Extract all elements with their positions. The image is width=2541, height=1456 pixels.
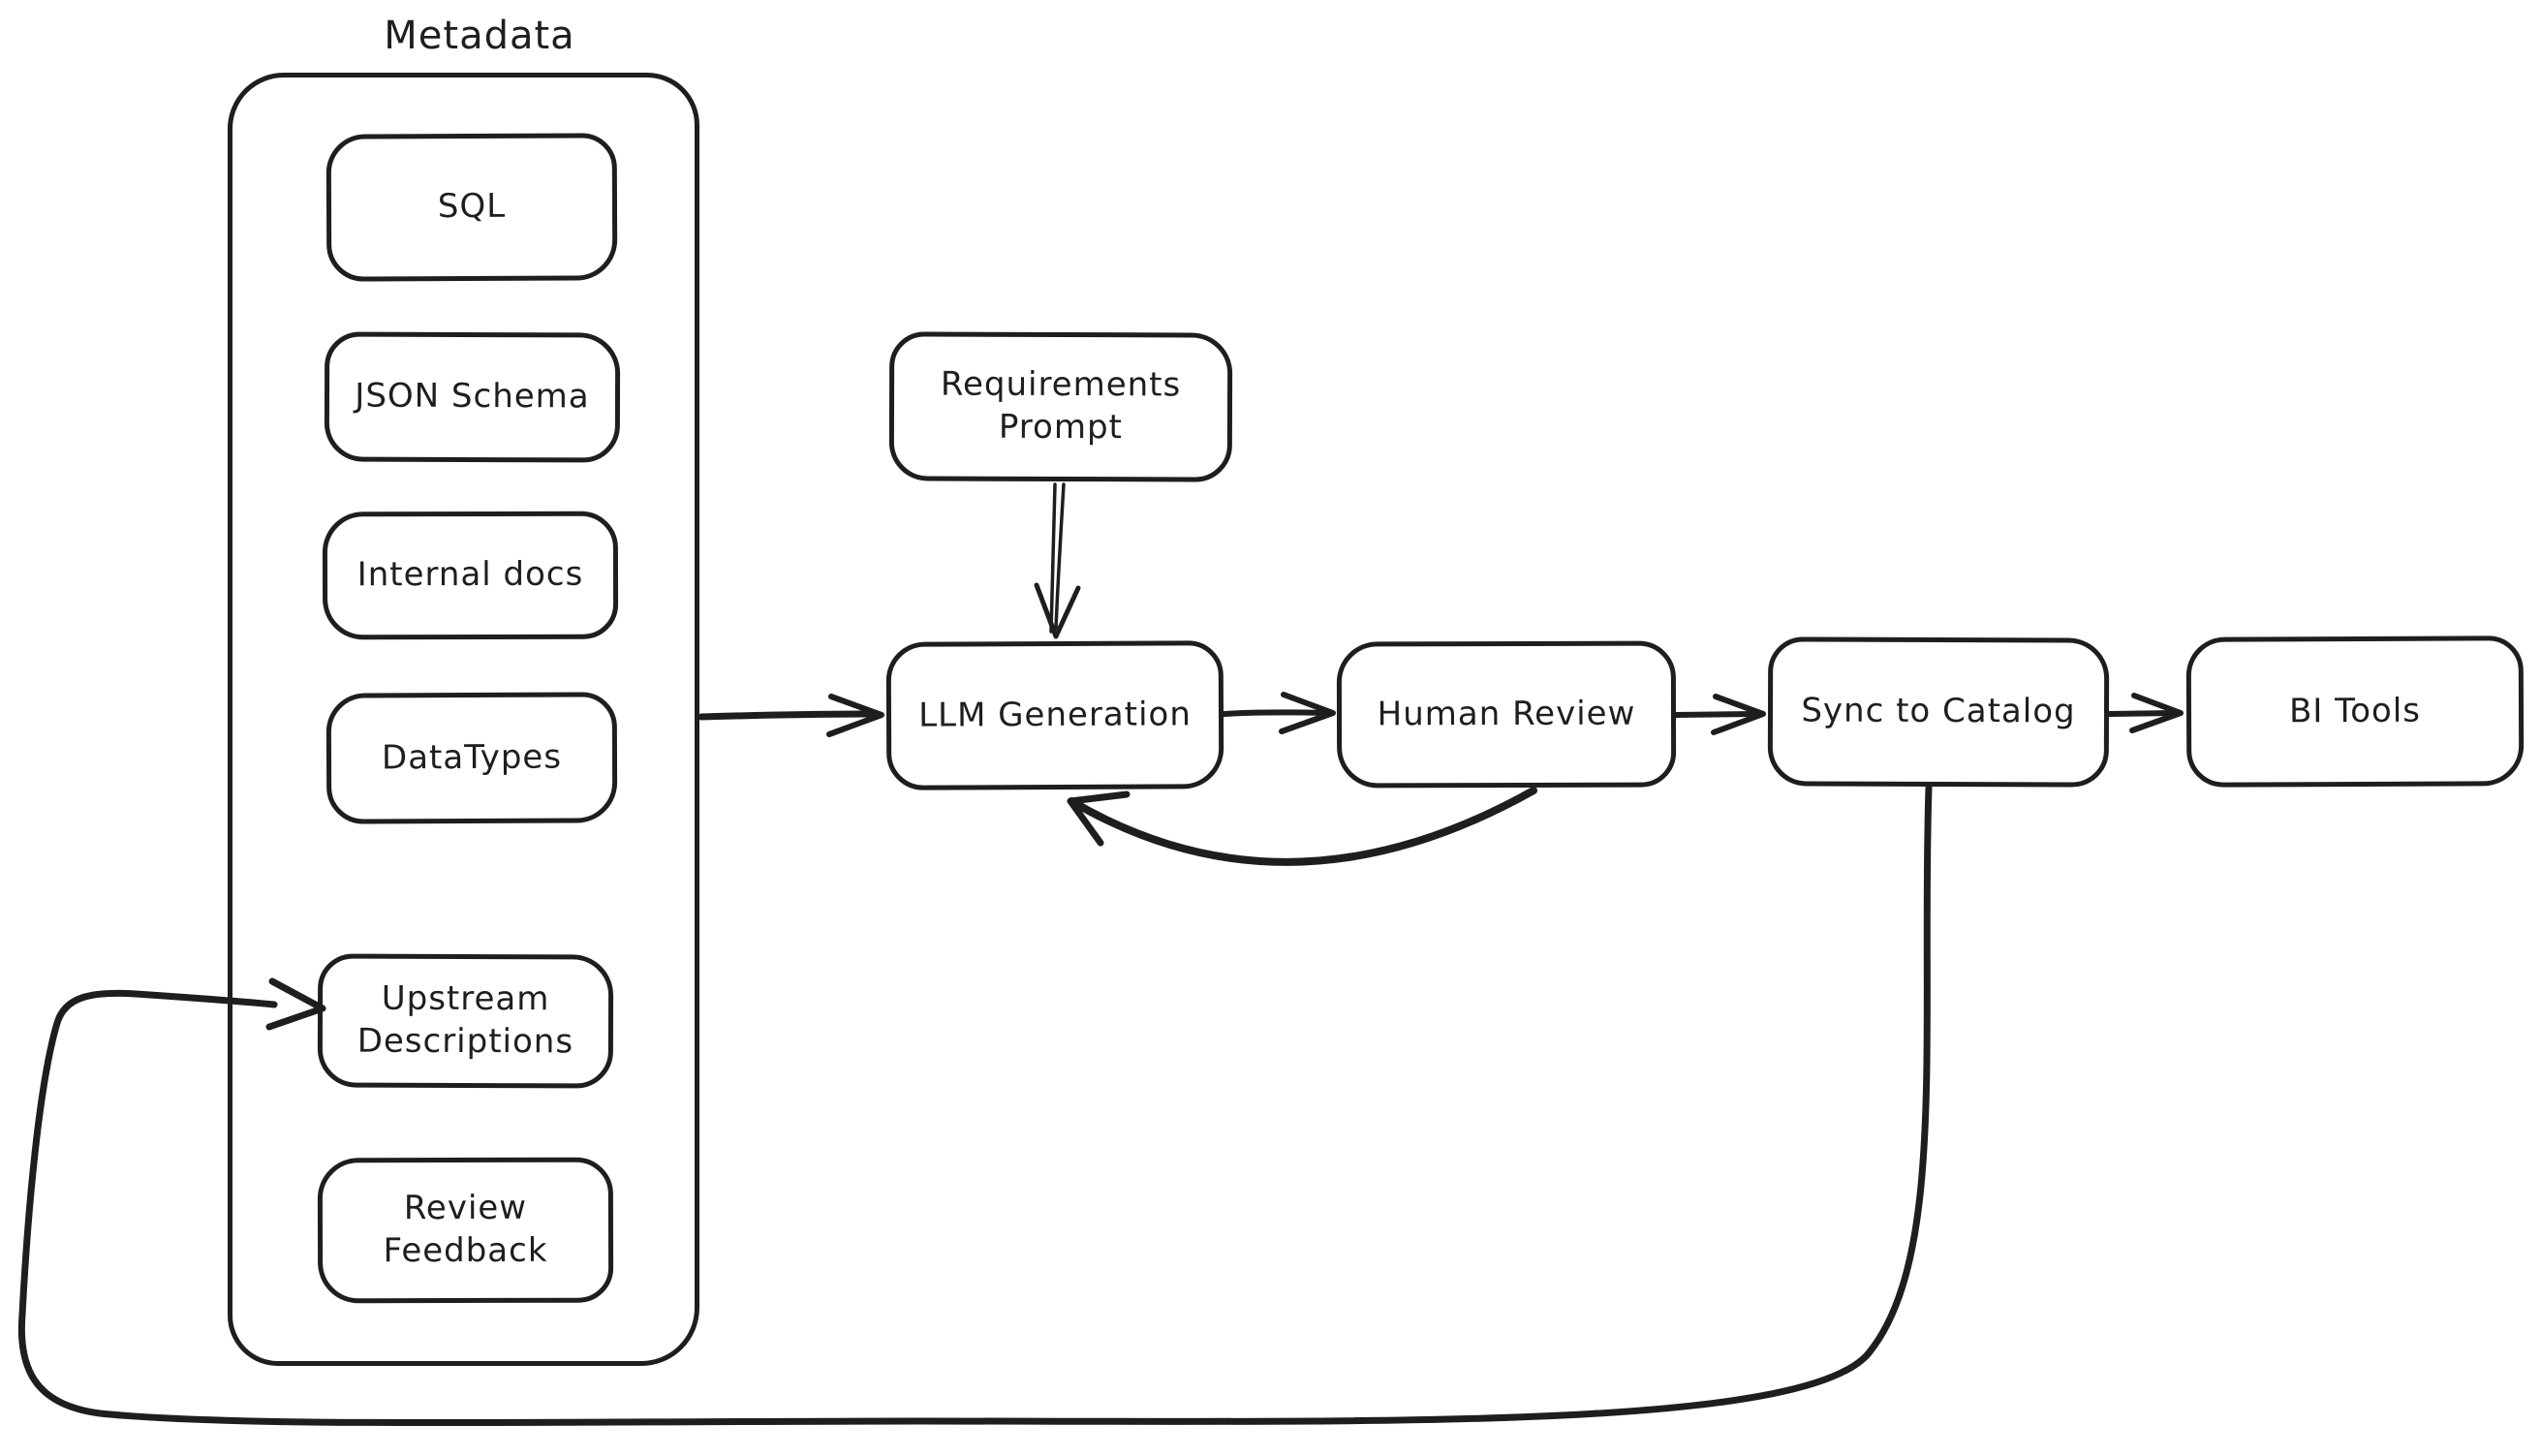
edge-sync-to-upstream-loop[interactable] [17,784,1933,1427]
edge-sync-to-bitools-arrowhead-icon [2129,693,2184,733]
edge-llm-to-humanreview-arrowhead-icon [1279,692,1336,734]
edge-reqprompt-to-llm[interactable] [1049,482,1057,634]
edge-sync-to-bitools[interactable] [2106,710,2179,717]
edge-reqprompt-to-llm-arrowhead-icon [1034,582,1081,639]
edge-metadata-to-llm-arrowhead-icon [826,694,884,737]
edge-llm-to-humanreview[interactable] [1221,709,1330,717]
edge-humanreview-to-sync-arrowhead-icon [1711,694,1766,735]
edge-reqprompt-to-llm-second-stroke [1054,482,1066,630]
edge-sync-to-upstream-loop-arrowhead-icon [265,977,326,1031]
edge-metadata-to-llm[interactable] [697,710,879,721]
group-title[interactable]: Metadata [384,14,575,58]
metadata-group-container[interactable] [228,73,699,1366]
edge-humanreview-to-llm-feedback[interactable] [1068,787,1537,866]
edge-humanreview-to-sync[interactable] [1673,711,1760,718]
edge-humanreview-to-llm-feedback-arrowhead-icon [1067,790,1131,847]
